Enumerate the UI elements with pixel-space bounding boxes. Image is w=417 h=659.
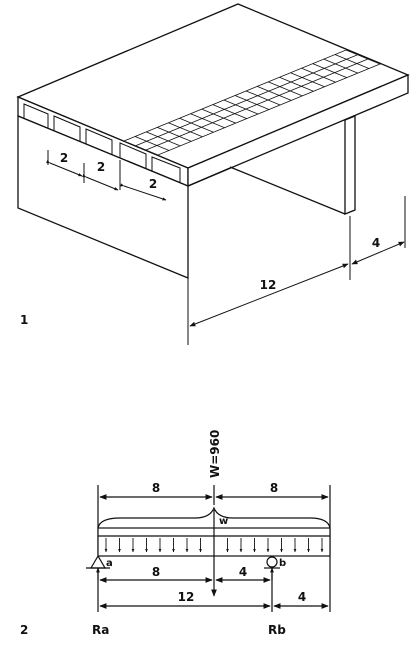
tile-line	[212, 104, 247, 119]
figure-2-label: 2	[20, 623, 28, 637]
tile-line	[279, 76, 314, 92]
tile-line	[223, 99, 259, 115]
tile-line	[323, 58, 358, 74]
span-dimensions	[187, 196, 406, 345]
support-a	[89, 554, 107, 569]
load-brace	[97, 506, 331, 529]
tile-line	[268, 81, 303, 97]
span-overhang-label: 4	[372, 236, 380, 250]
tile-line	[290, 72, 325, 88]
slab-right-edge	[187, 74, 409, 187]
tile-line	[201, 108, 236, 124]
tile-line	[168, 122, 203, 138]
point-load-label: W=960	[208, 430, 222, 478]
load-half-right-label: 8	[270, 481, 278, 495]
tile-line	[245, 90, 281, 106]
dist-a-to-load-label: 8	[152, 565, 160, 579]
reaction-a-label: Ra	[92, 623, 109, 637]
support-b-label: b	[279, 558, 286, 569]
load-half-left-label: 8	[152, 481, 160, 495]
figure-2-beam	[86, 485, 331, 612]
tile-line	[134, 136, 170, 151]
span-main-label: 12	[260, 278, 277, 292]
width-label-1: 2	[60, 151, 68, 165]
tile-line	[179, 117, 214, 133]
tile-line	[301, 67, 336, 83]
tile-line	[257, 86, 292, 101]
right-wall	[344, 115, 356, 215]
tile-line	[234, 95, 270, 110]
dist-load-to-b-label: 4	[239, 565, 247, 579]
width-label-2: 2	[97, 160, 105, 174]
overhang-label: 4	[298, 590, 306, 604]
reaction-b-label: Rb	[268, 623, 286, 637]
distributed-load-arrows	[104, 538, 324, 553]
figure-1-label: 1	[20, 313, 28, 327]
support-a-label: a	[106, 558, 113, 569]
figure-1-isometric	[16, 3, 410, 345]
tile-line	[157, 126, 192, 142]
width-dimensions	[46, 150, 167, 201]
tile-line	[334, 54, 370, 69]
width-label-3: 2	[149, 177, 157, 191]
tile-line	[312, 63, 347, 79]
tile-line	[146, 131, 181, 147]
span-ab-label: 12	[178, 590, 195, 604]
tile-line	[190, 113, 225, 129]
support-b	[266, 556, 278, 568]
w-symbol: w	[219, 516, 228, 527]
tile-grid	[122, 49, 382, 156]
